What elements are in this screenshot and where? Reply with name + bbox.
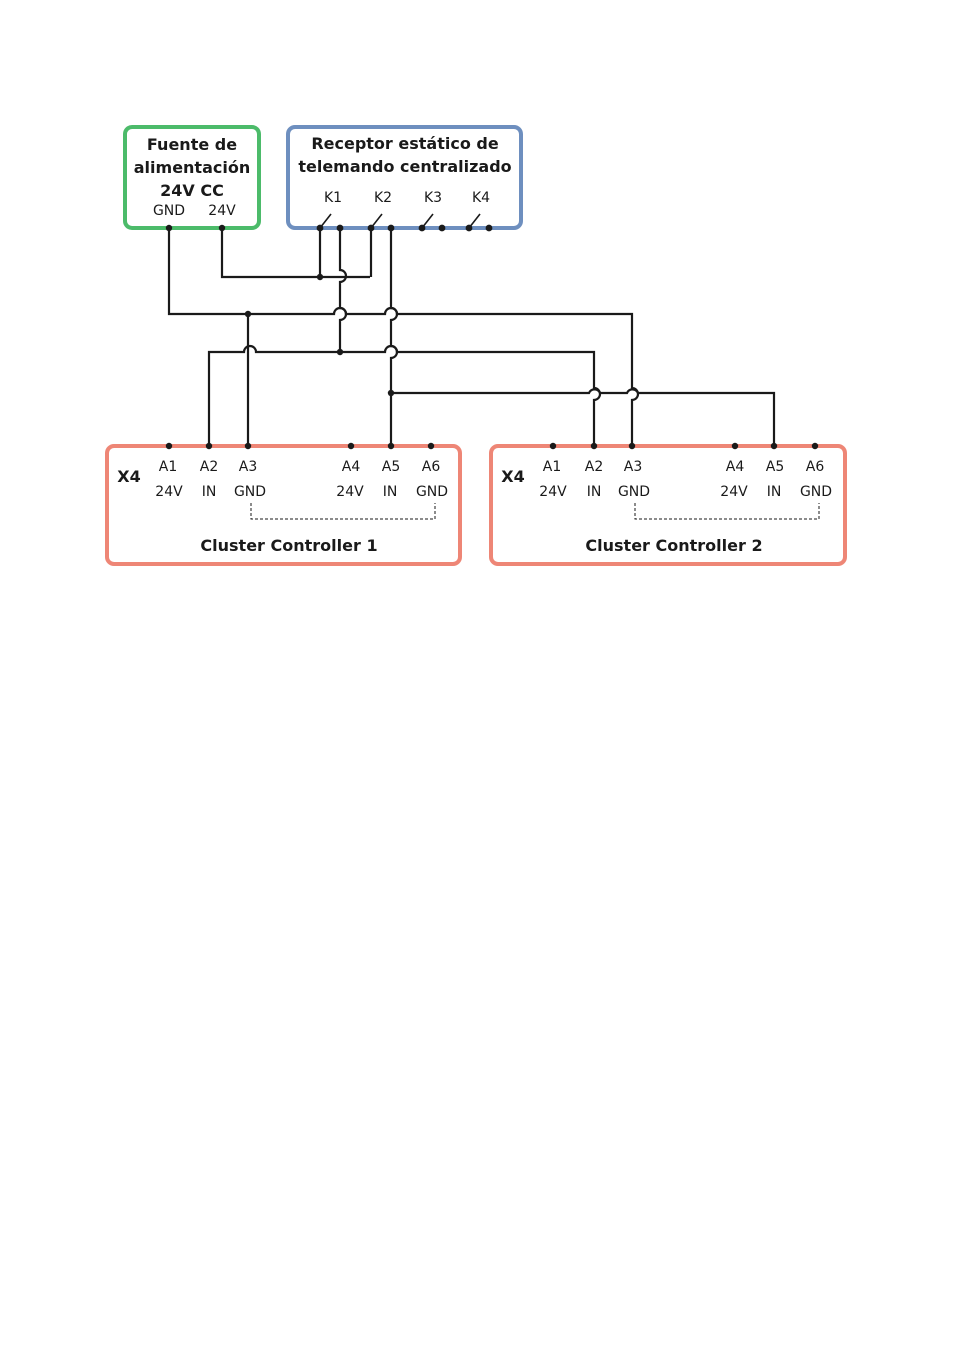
cc1-pin-a1-dot (165, 442, 173, 450)
power-supply-terminal-gnd: GND (153, 203, 185, 219)
relay-k3-contact-symbol (418, 213, 446, 232)
receiver-border (286, 125, 523, 230)
power-supply-title-line-2: alimentación (134, 158, 250, 177)
cc1-connector-label: X4 (117, 467, 140, 486)
cc1-pin-a4-id: A4 (342, 459, 361, 475)
cc2-pin-a3-id: A3 (624, 459, 642, 475)
cc2-pin-a6-function: GND (800, 484, 832, 500)
cc2-internal-gnd-bridge (634, 503, 820, 520)
cc2-pin-a1-id: A1 (543, 459, 561, 475)
cluster-controller-1-block: X4 A1 A2 A3 A4 A5 A6 24V IN GND 24V IN G… (105, 444, 462, 566)
wire-gnd-bus (167, 228, 640, 446)
wiring (167, 228, 776, 446)
wire-24v-supply (220, 228, 370, 279)
power-supply-title-line-1: Fuente de (147, 135, 237, 154)
relay-k1-label: K1 (324, 190, 342, 206)
cc1-pin-a2-dot (205, 442, 213, 450)
cc1-pin-a3-dot (244, 442, 252, 450)
cc2-pin-a3-function: GND (618, 484, 650, 500)
relay-k2-label: K2 (374, 190, 392, 206)
wire-k1-output (338, 228, 348, 352)
cc1-pin-a4-dot (347, 442, 355, 450)
cc2-pin-a4-function: 24V (720, 484, 748, 500)
receiver-title-line-2: telemando centralizado (298, 157, 511, 176)
wire-k1-bus (207, 344, 602, 446)
junction-k1-bus (336, 348, 344, 356)
junction-dots (165, 224, 819, 450)
cc2-pin-a4-dot (731, 442, 739, 450)
terminal-dot-gnd (165, 224, 173, 232)
cc1-name: Cluster Controller 1 (200, 536, 377, 555)
cc2-pin-a5-dot (770, 442, 778, 450)
cc2-pin-a1-function: 24V (539, 484, 567, 500)
wire-k2-output (389, 228, 399, 446)
cc1-pin-a3-function: GND (234, 484, 266, 500)
cc1-pin-a5-dot (387, 442, 395, 450)
cc2-pin-a2-function: IN (587, 484, 602, 500)
power-supply-border (123, 125, 261, 230)
relay-k3-label: K3 (424, 190, 442, 206)
cc2-pin-a3-dot (628, 442, 636, 450)
cc2-pin-a6-dot (811, 442, 819, 450)
cluster-controller-2-border (489, 444, 847, 566)
cc1-pin-a5-id: A5 (382, 459, 400, 475)
power-supply-title-line-3: 24V CC (160, 181, 224, 200)
cluster-controller-1-border (105, 444, 462, 566)
receiver-title-line-1: Receptor estático de (311, 134, 499, 153)
power-supply-block: Fuente de alimentación 24V CC GND 24V (123, 125, 261, 230)
cc2-pin-a1-dot (549, 442, 557, 450)
cc2-pin-a6-id: A6 (806, 459, 825, 475)
power-supply-terminal-24v: 24V (208, 203, 236, 219)
cluster-controller-2-block: X4 A1 A2 A3 A4 A5 A6 24V IN GND 24V IN G… (489, 444, 847, 566)
relay-k4-label: K4 (472, 190, 490, 206)
cc1-pin-a4-function: 24V (336, 484, 364, 500)
cc1-pin-a2-function: IN (202, 484, 217, 500)
junction-k1-common (316, 273, 324, 281)
cc1-pin-a5-function: IN (383, 484, 398, 500)
relay-k1-contact-symbol (316, 213, 344, 232)
cc1-pin-a3-id: A3 (239, 459, 257, 475)
cc2-pin-a2-dot (590, 442, 598, 450)
cc1-pin-a6-function: GND (416, 484, 448, 500)
junction-k2-bus (387, 389, 395, 397)
cc1-pin-a1-id: A1 (159, 459, 177, 475)
receiver-block: Receptor estático de telemando centraliz… (286, 125, 523, 232)
junction-gnd-cc1 (244, 310, 252, 318)
cc1-pin-a1-function: 24V (155, 484, 183, 500)
cc1-pin-a6-dot (427, 442, 435, 450)
wire-k2-bus (391, 388, 776, 446)
terminal-dot-24v (218, 224, 226, 232)
cc2-pin-a4-id: A4 (726, 459, 745, 475)
cc2-name: Cluster Controller 2 (585, 536, 762, 555)
cc1-pin-a2-id: A2 (200, 459, 218, 475)
relay-k4-contact-symbol (465, 213, 493, 232)
cc2-pin-a2-id: A2 (585, 459, 603, 475)
cc2-connector-label: X4 (501, 467, 524, 486)
cc1-internal-gnd-bridge (250, 503, 436, 520)
cc2-pin-a5-id: A5 (766, 459, 784, 475)
cc2-pin-a5-function: IN (767, 484, 782, 500)
cc1-pin-a6-id: A6 (422, 459, 441, 475)
